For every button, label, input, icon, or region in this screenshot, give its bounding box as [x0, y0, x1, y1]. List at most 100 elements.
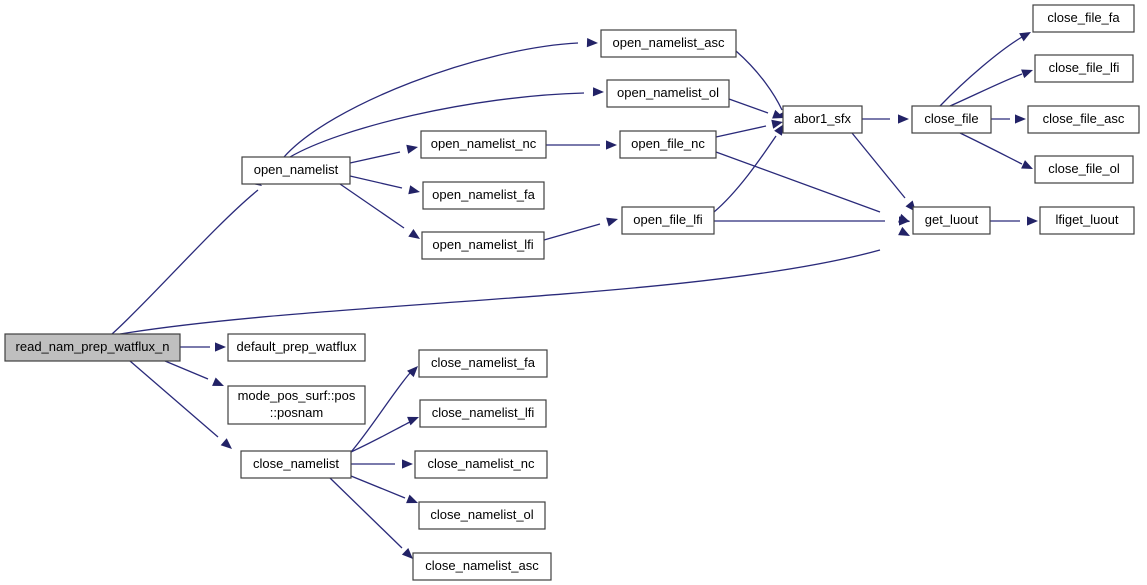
- edge-open_namelist_nc-to-open_file_nc: [546, 140, 617, 150]
- arrowhead-icon: [1021, 69, 1033, 79]
- arrowhead-icon: [407, 366, 418, 378]
- arrowhead-icon: [401, 548, 413, 559]
- arrowhead-icon: [771, 119, 783, 129]
- node-box-close_namelist_lfi[interactable]: [419, 399, 547, 428]
- arrowhead-icon: [408, 185, 420, 195]
- arrowhead-icon: [899, 216, 910, 226]
- node-open_namelist_asc[interactable]: open_namelist_asc: [600, 29, 737, 58]
- edge-layer: [111, 32, 1038, 559]
- node-mode_pos_surf_pos_posnam[interactable]: mode_pos_surf::pos::posnam: [227, 385, 366, 425]
- edge-close_namelist-to-close_namelist_ol: [350, 475, 418, 504]
- edge-read_nam_prep_watflux_n-to-default_prep_watflux: [180, 342, 226, 352]
- node-close_namelist_nc[interactable]: close_namelist_nc: [414, 450, 548, 479]
- node-box-open_namelist_fa[interactable]: [422, 181, 545, 210]
- node-close_namelist[interactable]: close_namelist: [240, 450, 352, 479]
- node-box-close_namelist_asc[interactable]: [412, 552, 552, 581]
- node-box-close_file_asc[interactable]: [1027, 105, 1140, 134]
- edge-open_file_lfi-to-abor1_sfx: [713, 124, 784, 213]
- edge-close_namelist-to-close_namelist_asc: [329, 477, 413, 559]
- node-close_namelist_asc[interactable]: close_namelist_asc: [412, 552, 552, 581]
- edge-close_namelist-to-close_namelist_nc: [351, 459, 413, 469]
- edge-read_nam_prep_watflux_n-to-get_luout: [119, 226, 910, 335]
- arrowhead-icon: [606, 217, 618, 227]
- node-open_file_lfi[interactable]: open_file_lfi: [621, 206, 715, 235]
- node-close_file_lfi[interactable]: close_file_lfi: [1034, 54, 1134, 83]
- edge-abor1_sfx-to-get_luout: [851, 132, 916, 212]
- node-default_prep_watflux[interactable]: default_prep_watflux: [227, 333, 366, 362]
- arrowhead-icon: [402, 459, 413, 469]
- edge-close_file-to-close_file_asc: [991, 114, 1026, 124]
- node-box-open_namelist_ol[interactable]: [606, 79, 730, 108]
- node-box-read_nam_prep_watflux_n[interactable]: [4, 333, 181, 362]
- node-abor1_sfx[interactable]: abor1_sfx: [782, 105, 863, 134]
- arrowhead-icon: [606, 140, 617, 150]
- node-box-close_namelist_nc[interactable]: [414, 450, 548, 479]
- edge-close_file-to-close_file_lfi: [949, 69, 1033, 107]
- arrowhead-icon: [406, 494, 418, 504]
- arrowhead-icon: [408, 229, 420, 239]
- node-open_namelist_ol[interactable]: open_namelist_ol: [606, 79, 730, 108]
- node-box-abor1_sfx[interactable]: [782, 105, 863, 134]
- node-box-close_namelist_fa[interactable]: [418, 349, 548, 378]
- node-box-open_namelist[interactable]: [241, 156, 351, 185]
- arrowhead-icon: [212, 377, 224, 386]
- edge-read_nam_prep_watflux_n-to-mode_pos_surf_pos_posnam: [164, 360, 224, 386]
- node-box-open_file_nc[interactable]: [619, 130, 717, 159]
- edge-read_nam_prep_watflux_n-to-close_namelist: [129, 360, 232, 449]
- node-layer: read_nam_prep_watflux_n open_namelistdefa…: [4, 4, 1140, 581]
- edge-read_nam_prep_watflux_n-to-open_namelist: [111, 176, 262, 335]
- node-box-close_file[interactable]: [911, 105, 992, 134]
- node-close_file_ol[interactable]: close_file_ol: [1034, 155, 1134, 184]
- arrowhead-icon: [406, 144, 418, 154]
- node-lfiget_luout[interactable]: lfiget_luout: [1039, 206, 1135, 235]
- arrowhead-icon: [1019, 32, 1031, 42]
- node-open_namelist_lfi[interactable]: open_namelist_lfi: [421, 231, 545, 260]
- arrowhead-icon: [215, 342, 226, 352]
- arrowhead-icon: [407, 416, 419, 426]
- node-box-open_namelist_lfi[interactable]: [421, 231, 545, 260]
- edge-open_file_lfi-to-get_luout: [714, 216, 910, 226]
- node-close_file_fa[interactable]: close_file_fa: [1032, 4, 1135, 33]
- edge-open_file_nc-to-get_luout: [715, 151, 910, 223]
- node-open_namelist_nc[interactable]: open_namelist_nc: [420, 130, 547, 159]
- node-box-close_file_ol[interactable]: [1034, 155, 1134, 184]
- edge-close_namelist-to-close_namelist_lfi: [350, 416, 419, 453]
- node-close_namelist_ol[interactable]: close_namelist_ol: [418, 501, 546, 530]
- node-box-mode_pos_surf_pos_posnam[interactable]: [227, 385, 366, 425]
- node-open_namelist[interactable]: open_namelist: [241, 156, 351, 185]
- arrowhead-icon: [1015, 114, 1026, 124]
- node-get_luout[interactable]: get_luout: [912, 206, 991, 235]
- node-box-get_luout[interactable]: [912, 206, 991, 235]
- node-open_file_nc[interactable]: open_file_nc: [619, 130, 717, 159]
- edge-open_namelist-to-open_namelist_nc: [349, 144, 418, 164]
- node-box-close_file_lfi[interactable]: [1034, 54, 1134, 83]
- node-box-open_namelist_nc[interactable]: [420, 130, 547, 159]
- node-close_namelist_fa[interactable]: close_namelist_fa: [418, 349, 548, 378]
- node-close_file_asc[interactable]: close_file_asc: [1027, 105, 1140, 134]
- node-box-close_file_fa[interactable]: [1032, 4, 1135, 33]
- edge-open_namelist_lfi-to-open_file_lfi: [543, 217, 618, 241]
- node-box-default_prep_watflux[interactable]: [227, 333, 366, 362]
- arrowhead-icon: [772, 109, 784, 119]
- arrowhead-icon: [1027, 216, 1038, 226]
- node-box-close_namelist[interactable]: [240, 450, 352, 479]
- arrowhead-icon: [586, 38, 598, 48]
- arrowhead-icon: [898, 226, 910, 236]
- node-box-open_file_lfi[interactable]: [621, 206, 715, 235]
- arrowhead-icon: [1021, 160, 1033, 169]
- arrowhead-icon: [592, 87, 604, 97]
- node-box-close_namelist_ol[interactable]: [418, 501, 546, 530]
- node-box-lfiget_luout[interactable]: [1039, 206, 1135, 235]
- edge-open_file_nc-to-abor1_sfx: [715, 119, 783, 138]
- node-close_file[interactable]: close_file: [911, 105, 992, 134]
- node-box-open_namelist_asc[interactable]: [600, 29, 737, 58]
- node-read_nam_prep_watflux_n[interactable]: read_nam_prep_watflux_n: [4, 333, 181, 362]
- edge-get_luout-to-lfiget_luout: [990, 216, 1038, 226]
- node-close_namelist_lfi[interactable]: close_namelist_lfi: [419, 399, 547, 428]
- edge-open_namelist_ol-to-abor1_sfx: [728, 98, 784, 119]
- node-open_namelist_fa[interactable]: open_namelist_fa: [422, 181, 545, 210]
- edge-open_namelist-to-open_namelist_ol: [289, 87, 604, 158]
- arrowhead-icon: [774, 124, 784, 136]
